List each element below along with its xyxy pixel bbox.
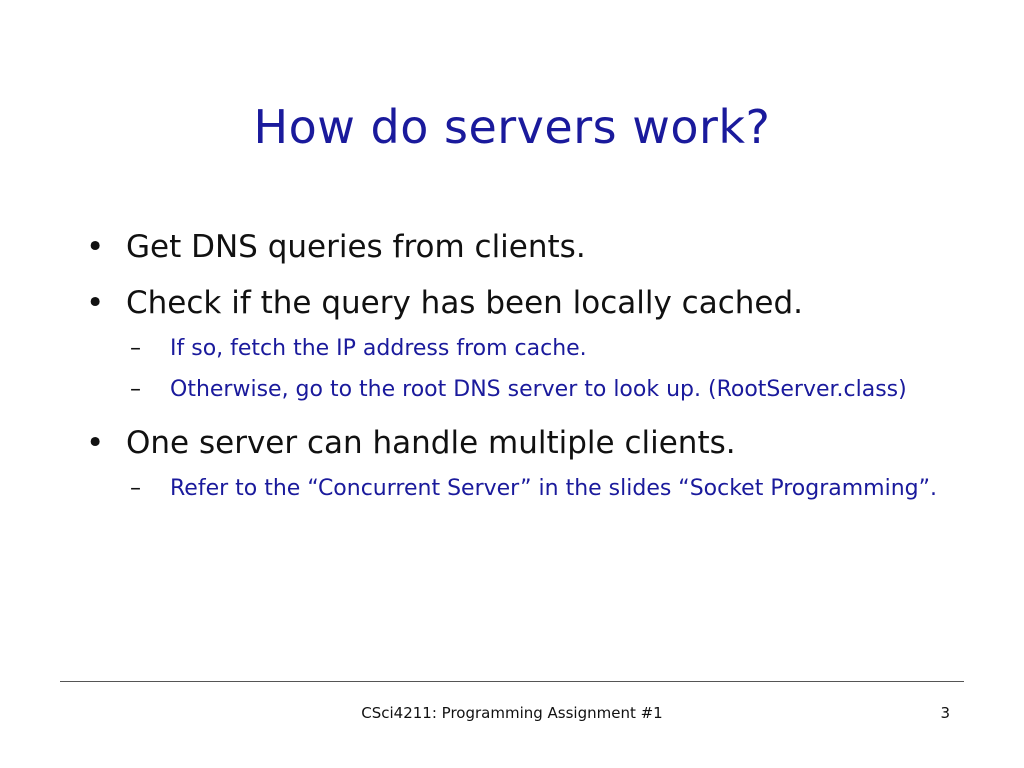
slide-body: • Get DNS queries from clients. • Check …	[82, 228, 962, 523]
bullet-item-2: • Check if the query has been locally ca…	[82, 284, 962, 322]
bullet-text: One server can handle multiple clients.	[126, 425, 736, 461]
bullet-dot-icon: •	[86, 285, 105, 321]
bullet-dot-icon: •	[86, 425, 105, 461]
bullet-item-3: • One server can handle multiple clients…	[82, 424, 962, 462]
bullet-text: Get DNS queries from clients.	[126, 229, 586, 265]
subitem: – Refer to the “Concurrent Server” in th…	[82, 472, 962, 505]
page-number: 3	[940, 704, 950, 722]
bullet-dot-icon: •	[86, 229, 105, 265]
bullet-item-1: • Get DNS queries from clients.	[82, 228, 962, 266]
subitem: – If so, fetch the IP address from cache…	[82, 332, 962, 365]
footer-text: CSci4211: Programming Assignment #1	[361, 704, 663, 722]
subitem: – Otherwise, go to the root DNS server t…	[82, 373, 962, 406]
bullet-text: Check if the query has been locally cach…	[126, 285, 804, 321]
subitem-group-2: – If so, fetch the IP address from cache…	[82, 332, 962, 406]
subitem-group-3: – Refer to the “Concurrent Server” in th…	[82, 472, 962, 505]
dash-icon: –	[130, 377, 141, 402]
subitem-text: Otherwise, go to the root DNS server to …	[170, 377, 907, 402]
footer-divider	[60, 681, 964, 682]
subitem-text: Refer to the “Concurrent Server” in the …	[170, 476, 938, 501]
subitem-text: If so, fetch the IP address from cache.	[170, 336, 587, 361]
slide-title: How do servers work?	[253, 100, 771, 154]
dash-icon: –	[130, 336, 141, 361]
dash-icon: –	[130, 476, 141, 501]
